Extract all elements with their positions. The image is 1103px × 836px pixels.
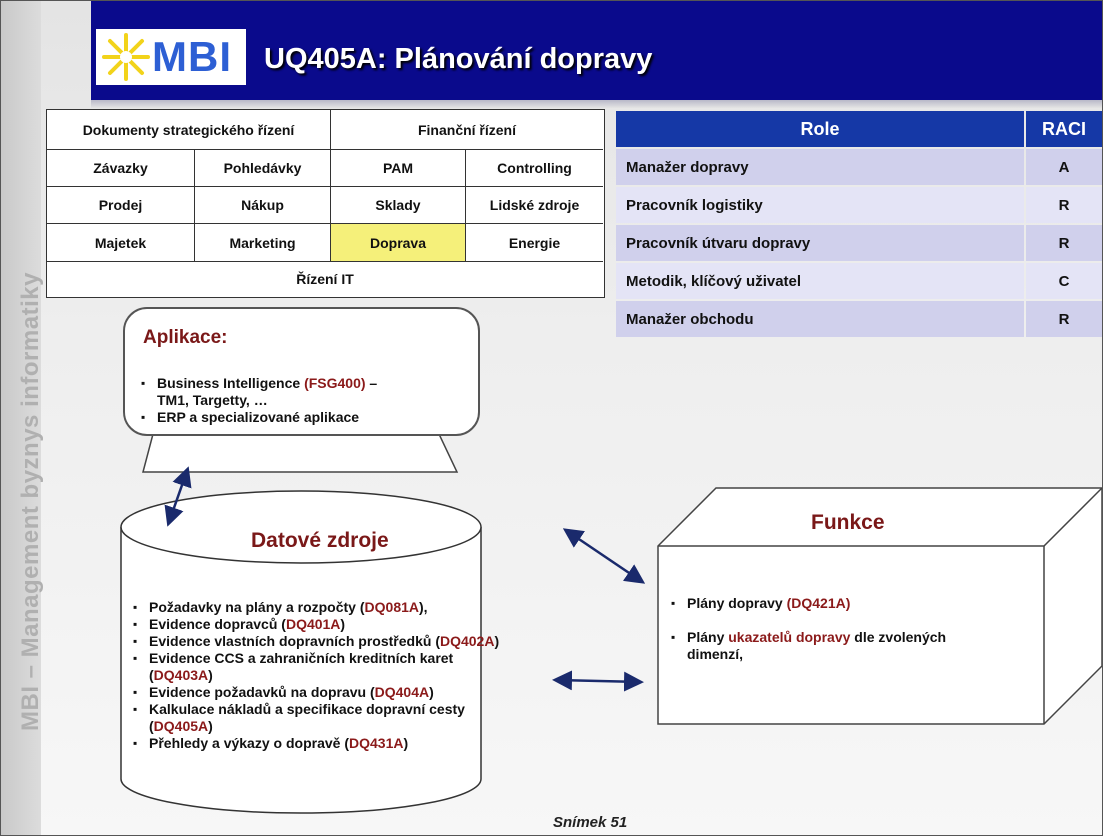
raci-header-raci: RACI xyxy=(1026,111,1102,147)
raci-value: C xyxy=(1026,263,1102,299)
module-grid: Dokumenty strategického řízení Finanční … xyxy=(46,109,605,298)
module-cell-highlighted: Doprava xyxy=(331,224,466,262)
data-source-item: Přehledy a výkazy o dopravě (DQ431A) xyxy=(131,735,509,752)
slide-number: Snímek 51 xyxy=(553,814,628,831)
raci-role: Manažer obchodu xyxy=(616,301,1024,337)
applications-box: Aplikace: Business Intelligence (FSG400)… xyxy=(123,307,480,436)
data-source-item: Evidence dopravců (DQ401A) xyxy=(131,616,509,633)
functions-title: Funkce xyxy=(811,511,885,534)
raci-value: R xyxy=(1026,225,1102,261)
applications-item: Business Intelligence (FSG400) –TM1, Tar… xyxy=(139,375,469,409)
function-item: Plány ukazatelů dopravy dle zvolených di… xyxy=(669,629,969,663)
data-source-item: Evidence CCS a zahraničních kreditních k… xyxy=(131,650,509,684)
data-source-item: Kalkulace nákladů a specifikace dopravní… xyxy=(131,701,509,735)
module-finance: Finanční řízení xyxy=(331,110,603,150)
module-strategic-docs: Dokumenty strategického řízení xyxy=(47,110,331,150)
applications-title: Aplikace: xyxy=(143,327,228,348)
data-source-item: Požadavky na plány a rozpočty (DQ081A), xyxy=(131,599,509,616)
raci-role: Manažer dopravy xyxy=(616,149,1024,185)
module-cell: Majetek xyxy=(47,224,195,262)
module-cell: Pohledávky xyxy=(195,150,331,187)
applications-list: Business Intelligence (FSG400) –TM1, Tar… xyxy=(139,375,469,426)
module-cell: Energie xyxy=(466,224,603,262)
arrow-data-functions-lower xyxy=(552,670,644,692)
raci-value: R xyxy=(1026,187,1102,223)
module-cell: Závazky xyxy=(47,150,195,187)
function-item: Plány dopravy (DQ421A) xyxy=(669,595,969,612)
applications-item: ERP a specializované aplikace xyxy=(139,409,469,426)
raci-header-role: Role xyxy=(616,111,1024,147)
data-source-item: Evidence požadavků na dopravu (DQ404A) xyxy=(131,684,509,701)
functions-list: Plány dopravy (DQ421A) Plány ukazatelů d… xyxy=(669,595,969,663)
raci-role: Metodik, klíčový uživatel xyxy=(616,263,1024,299)
header-shadow xyxy=(91,100,1102,108)
arrow-data-functions-upper xyxy=(562,528,646,584)
module-cell: Marketing xyxy=(195,224,331,262)
side-strip xyxy=(1,1,41,835)
slide-title: UQ405A: Plánování dopravy xyxy=(264,43,653,75)
raci-value: R xyxy=(1026,301,1102,337)
module-it: Řízení IT xyxy=(296,271,354,287)
module-cell: Prodej xyxy=(47,187,195,224)
mbi-logo: MBI xyxy=(96,29,246,85)
logo-text: MBI xyxy=(152,33,232,80)
raci-role: Pracovník útvaru dopravy xyxy=(616,225,1024,261)
module-cell: Lidské zdroje xyxy=(466,187,603,224)
data-sources-title: Datové zdroje xyxy=(251,529,389,552)
raci-value: A xyxy=(1026,149,1102,185)
sun-icon xyxy=(102,33,150,81)
data-sources-list: Požadavky na plány a rozpočty (DQ081A), … xyxy=(131,599,509,752)
header-bar xyxy=(91,1,1102,100)
module-cell: Nákup xyxy=(195,187,331,224)
module-cell: PAM xyxy=(331,150,466,187)
module-cell: Sklady xyxy=(331,187,466,224)
raci-role: Pracovník logistiky xyxy=(616,187,1024,223)
module-cell: Controlling xyxy=(466,150,603,187)
data-source-item: Evidence vlastních dopravních prostředků… xyxy=(131,633,509,650)
arrow-apps-data xyxy=(164,466,192,527)
